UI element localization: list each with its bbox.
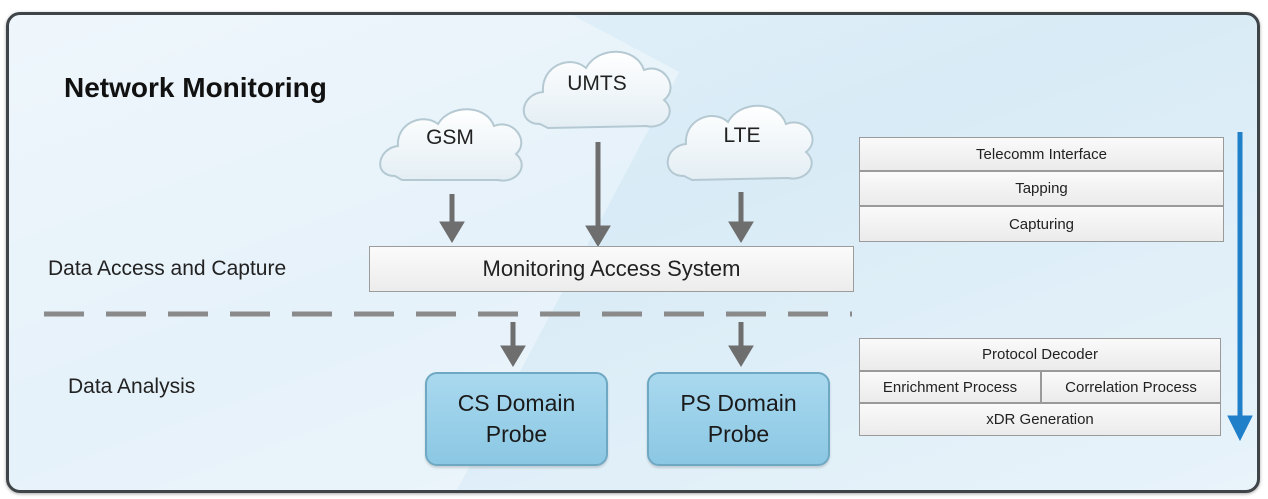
monitoring-access-system-box: Monitoring Access System <box>369 246 854 292</box>
stack-telecomm-interface: Telecomm Interface <box>859 137 1224 171</box>
page-title: Network Monitoring <box>64 72 327 103</box>
cloud-label-gsm: GSM <box>426 126 474 149</box>
cloud-label-lte: LTE <box>723 124 761 147</box>
ps-probe-line-2: Probe <box>707 421 770 447</box>
arrow-gsm-to-mas <box>439 194 465 243</box>
cloud-label-umts: UMTS <box>567 72 627 95</box>
ps-domain-probe: PS Domain Probe <box>647 372 830 466</box>
cloud-gsm <box>379 108 523 182</box>
cs-probe-line-2: Probe <box>485 421 548 447</box>
cloud-lte <box>666 104 814 182</box>
ps-probe-line-1: PS Domain <box>680 390 797 416</box>
layer-label-analysis: Data Analysis <box>68 375 196 398</box>
stack-protocol-decoder: Protocol Decoder <box>859 338 1221 371</box>
stack-tapping: Tapping <box>859 171 1224 206</box>
cs-probe-line-1: CS Domain <box>457 390 576 416</box>
stack-enrichment-process: Enrichment Process <box>859 371 1041 403</box>
arrow-lte-to-mas <box>728 192 754 243</box>
process-flow-arrow <box>1227 132 1253 442</box>
stack-xdr-generation: xDR Generation <box>859 403 1221 436</box>
stack-correlation-process: Correlation Process <box>1041 371 1221 403</box>
arrow-to-ps-probe <box>728 322 754 367</box>
cs-domain-probe: CS Domain Probe <box>425 372 608 466</box>
arrow-to-cs-probe <box>500 322 526 367</box>
arrow-umts-to-mas <box>585 142 611 247</box>
layer-label-capture: Data Access and Capture <box>48 257 287 280</box>
cloud-umts <box>522 50 672 130</box>
stack-capturing: Capturing <box>859 206 1224 242</box>
